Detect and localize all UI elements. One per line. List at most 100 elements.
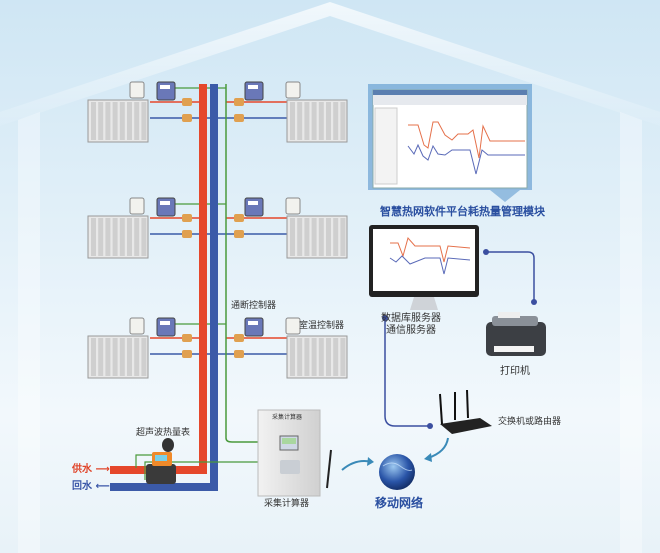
software-window [368, 84, 532, 202]
radiator-fin [134, 102, 140, 140]
thermostat-icon [285, 197, 301, 215]
on-off-controller-label: 通断控制器 [231, 301, 277, 311]
software-chart-line-lower [407, 143, 525, 175]
radiator-fin [91, 218, 96, 256]
valve-icon [182, 350, 192, 358]
radiator-fin [333, 102, 339, 140]
radiator-fin [318, 218, 324, 256]
radiator-fin [134, 338, 140, 376]
radiator-fin [326, 338, 331, 376]
radiator-fin [290, 338, 295, 376]
server-label: 数据库服务器 通信服务器 [381, 313, 441, 337]
radiator-fin [297, 102, 303, 140]
valve-icon [234, 350, 244, 358]
supply-pipe [110, 84, 207, 474]
valve-icon [182, 114, 192, 122]
valve-icon [234, 98, 244, 106]
thermostat-icon [285, 81, 301, 99]
thermostat-icon [129, 197, 145, 215]
controller-body [244, 317, 264, 337]
room-temp-controller-label: 室温控制器 [299, 321, 345, 331]
controller-body [244, 197, 264, 217]
collector-cabinet [257, 409, 332, 497]
controller-body [156, 197, 176, 217]
radiator-fin [304, 102, 310, 140]
radiator-fin [127, 218, 132, 256]
radiator-fin [297, 338, 303, 376]
printer-label: 打印机 [500, 366, 530, 377]
radiator-fin [112, 218, 118, 256]
communication-server-label: 通信服务器 [386, 325, 436, 336]
controller-display [160, 85, 170, 89]
radiator-fin [112, 338, 118, 376]
ultrasonic-heat-meter-label: 超声波热量表 [136, 428, 191, 438]
radiator-fin [105, 102, 111, 140]
radiator-fin [119, 102, 125, 140]
controller-display [160, 321, 170, 325]
radiator-fin [333, 338, 339, 376]
radiator-icon [286, 215, 348, 259]
software-chart-line-upper [408, 121, 525, 159]
radiator-fin [340, 338, 346, 376]
return-pipe [110, 84, 218, 491]
controller-icon [156, 317, 176, 337]
radiator-icon [286, 99, 348, 143]
radiator-fin [297, 218, 303, 256]
radiator-fin [91, 102, 96, 140]
router-label: 交换机或路由器 [498, 417, 562, 427]
software-module-label: 智慧热网软件平台耗热量管理模块 [380, 205, 545, 218]
signal-bus-line [225, 84, 262, 443]
radiator-fin [112, 102, 118, 140]
radiator-fin [127, 338, 132, 376]
controller-body [156, 317, 176, 337]
thermostat-body [285, 197, 301, 215]
printer-icon [486, 312, 546, 356]
house-wall-left [18, 112, 40, 553]
heat-meter-signal-line [135, 454, 262, 480]
collector-panel-title: 采集计算器 [272, 414, 303, 421]
arrow-right-icon: ⟶ [95, 464, 110, 475]
thermostat-body [129, 81, 145, 99]
valve-icon [234, 334, 244, 342]
floor-3 [87, 317, 348, 379]
globe-icon [379, 454, 415, 490]
radiator-icon [286, 335, 348, 379]
thermostat-body [285, 81, 301, 99]
radiator-fin [119, 338, 125, 376]
controller-display [248, 85, 258, 89]
database-server-label: 数据库服务器 [381, 313, 441, 324]
valve-icon [182, 230, 192, 238]
mobile-network-label: 移动网络 [375, 496, 424, 510]
valve-icon [234, 114, 244, 122]
arrow-left-icon: ⟵ [95, 481, 110, 492]
radiator-fin [311, 338, 317, 376]
monitor-icon [369, 225, 479, 310]
radiator-fin [311, 218, 317, 256]
antenna-icon [326, 449, 332, 489]
radiator-fin [340, 102, 346, 140]
return-water-label: 回水 ⟵ [72, 481, 110, 493]
radiator-icon [87, 335, 149, 379]
radiator-fin [134, 218, 140, 256]
radiator-fin [290, 218, 295, 256]
radiator-fin [326, 102, 331, 140]
controller-icon [156, 81, 176, 101]
house-wall-right [620, 112, 642, 553]
radiator-fin [91, 338, 96, 376]
return-water-text: 回水 [72, 481, 92, 492]
radiator-fin [318, 102, 324, 140]
collector-label: 采集计算器 [264, 499, 310, 509]
thermostat-body [285, 317, 301, 335]
radiator-fin [340, 218, 346, 256]
controller-display [160, 201, 170, 205]
radiator-fin [290, 102, 295, 140]
radiator-fin [304, 338, 310, 376]
floor-1 [87, 81, 348, 143]
radiator-fin [311, 102, 317, 140]
controller-display [248, 321, 258, 325]
router-icon [439, 389, 492, 434]
radiator-icon [87, 215, 149, 259]
radiator-fin [333, 218, 339, 256]
floor-2 [87, 197, 348, 259]
